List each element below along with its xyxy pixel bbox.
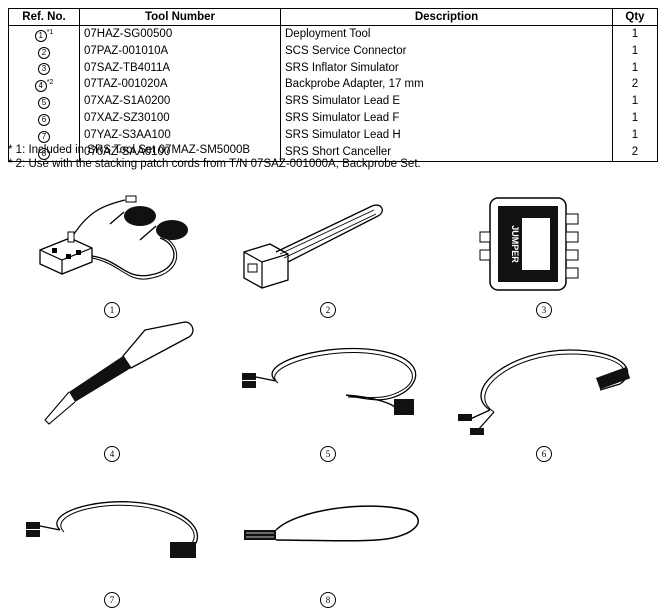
header-description: Description xyxy=(280,8,613,26)
ref-number: 5 xyxy=(38,97,50,110)
table-header-row: Ref. No. Tool Number Description Qty xyxy=(8,8,658,26)
tool-number-cell: 07SAZ-TB4011A xyxy=(79,59,281,77)
description-cell: SRS Simulator Lead H xyxy=(280,126,613,144)
lead-e-figure xyxy=(242,347,417,415)
jumper-label: JUMPER xyxy=(510,225,520,263)
inflator-simulator-figure: JUMPER 2 OHM 2 OHM xyxy=(479,197,579,291)
qty-cell: 1 xyxy=(612,42,658,60)
ref-number: 4 xyxy=(34,80,47,93)
ref-number: 7 xyxy=(38,130,50,143)
figure-label-7: 7 xyxy=(104,592,120,608)
lead-h-figure xyxy=(26,501,199,558)
tool-number-cell: 07TAZ-001020A xyxy=(79,76,281,94)
figure-label-6: 6 xyxy=(536,446,552,462)
description-cell: Deployment Tool xyxy=(280,25,613,43)
figure-label-5: 5 xyxy=(320,446,336,462)
tool-number-cell: 070AZ-SAA0100 xyxy=(79,143,281,162)
qty-cell: 2 xyxy=(612,76,658,94)
deployment-tool-figure xyxy=(39,195,188,280)
footnotes: * 1: Included in SRS Tool Set 07MAZ-SM50… xyxy=(8,143,421,171)
header-ref-no: Ref. No. xyxy=(8,8,80,26)
qty-cell: 1 xyxy=(612,25,658,43)
ref-cell: 7 xyxy=(8,126,80,144)
description-cell: Backprobe Adapter, 17 mm xyxy=(280,76,613,94)
figure-label-3: 3 xyxy=(536,302,552,318)
ref-number: 8 xyxy=(38,147,50,160)
ref-cell: 3 xyxy=(8,59,80,77)
ref-cell: 4*2 xyxy=(8,76,80,94)
header-tool-number: Tool Number xyxy=(79,8,281,26)
footnote-2: * 2: Use with the stacking patch cords f… xyxy=(8,158,421,170)
ref-cell: 1*1 xyxy=(8,25,80,43)
description-cell: SRS Inflator Simulator xyxy=(280,59,613,77)
header-qty: Qty xyxy=(612,8,658,26)
description-cell: SRS Short Canceller xyxy=(280,143,613,162)
ohm-label-top: 2 OHM xyxy=(556,213,565,239)
tool-number-cell: 07XAZ-SZ30100 xyxy=(79,110,281,127)
scs-service-connector-figure xyxy=(243,204,383,289)
backprobe-adapter-figure xyxy=(44,321,194,425)
ohm-label-bottom: 2 OHM xyxy=(556,247,565,273)
tool-number-cell: 07PAZ-001010A xyxy=(79,42,281,60)
lead-f-figure xyxy=(458,349,631,435)
ref-cell: 6 xyxy=(8,110,80,127)
figure-label-8: 8 xyxy=(320,592,336,608)
figure-label-1: 1 xyxy=(104,302,120,318)
qty-cell: 2 xyxy=(612,143,658,162)
ref-footnote-mark: *2 xyxy=(46,79,54,87)
short-canceller-figure xyxy=(244,505,419,542)
qty-cell: 1 xyxy=(612,110,658,127)
description-cell: SRS Simulator Lead F xyxy=(280,110,613,127)
ref-cell: 5 xyxy=(8,93,80,111)
tool-number-cell: 07YAZ-S3AA100 xyxy=(79,126,281,144)
footnote-1: * 1: Included in SRS Tool Set 07MAZ-SM50… xyxy=(8,144,251,156)
tool-number-cell: 07XAZ-S1A0200 xyxy=(79,93,281,111)
tool-table: Ref. No. Tool Number Description Qty 1*1… xyxy=(8,8,658,162)
qty-cell: 1 xyxy=(612,93,658,111)
description-cell: SCS Service Connector xyxy=(280,42,613,60)
description-cell: SRS Simulator Lead E xyxy=(280,93,613,111)
figure-label-4: 4 xyxy=(104,446,120,462)
ref-number: 6 xyxy=(38,113,50,126)
ref-number: 3 xyxy=(38,63,50,76)
figure-label-2: 2 xyxy=(320,302,336,318)
ref-number: 2 xyxy=(38,46,50,59)
ref-footnote-mark: *1 xyxy=(46,29,54,36)
ref-cell: 2 xyxy=(8,42,80,60)
qty-cell: 1 xyxy=(612,126,658,144)
ref-number: 1 xyxy=(34,29,47,42)
qty-cell: 1 xyxy=(612,59,658,77)
ref-cell: 8 xyxy=(8,143,80,162)
tool-number-cell: 07HAZ-SG00500 xyxy=(79,25,281,43)
